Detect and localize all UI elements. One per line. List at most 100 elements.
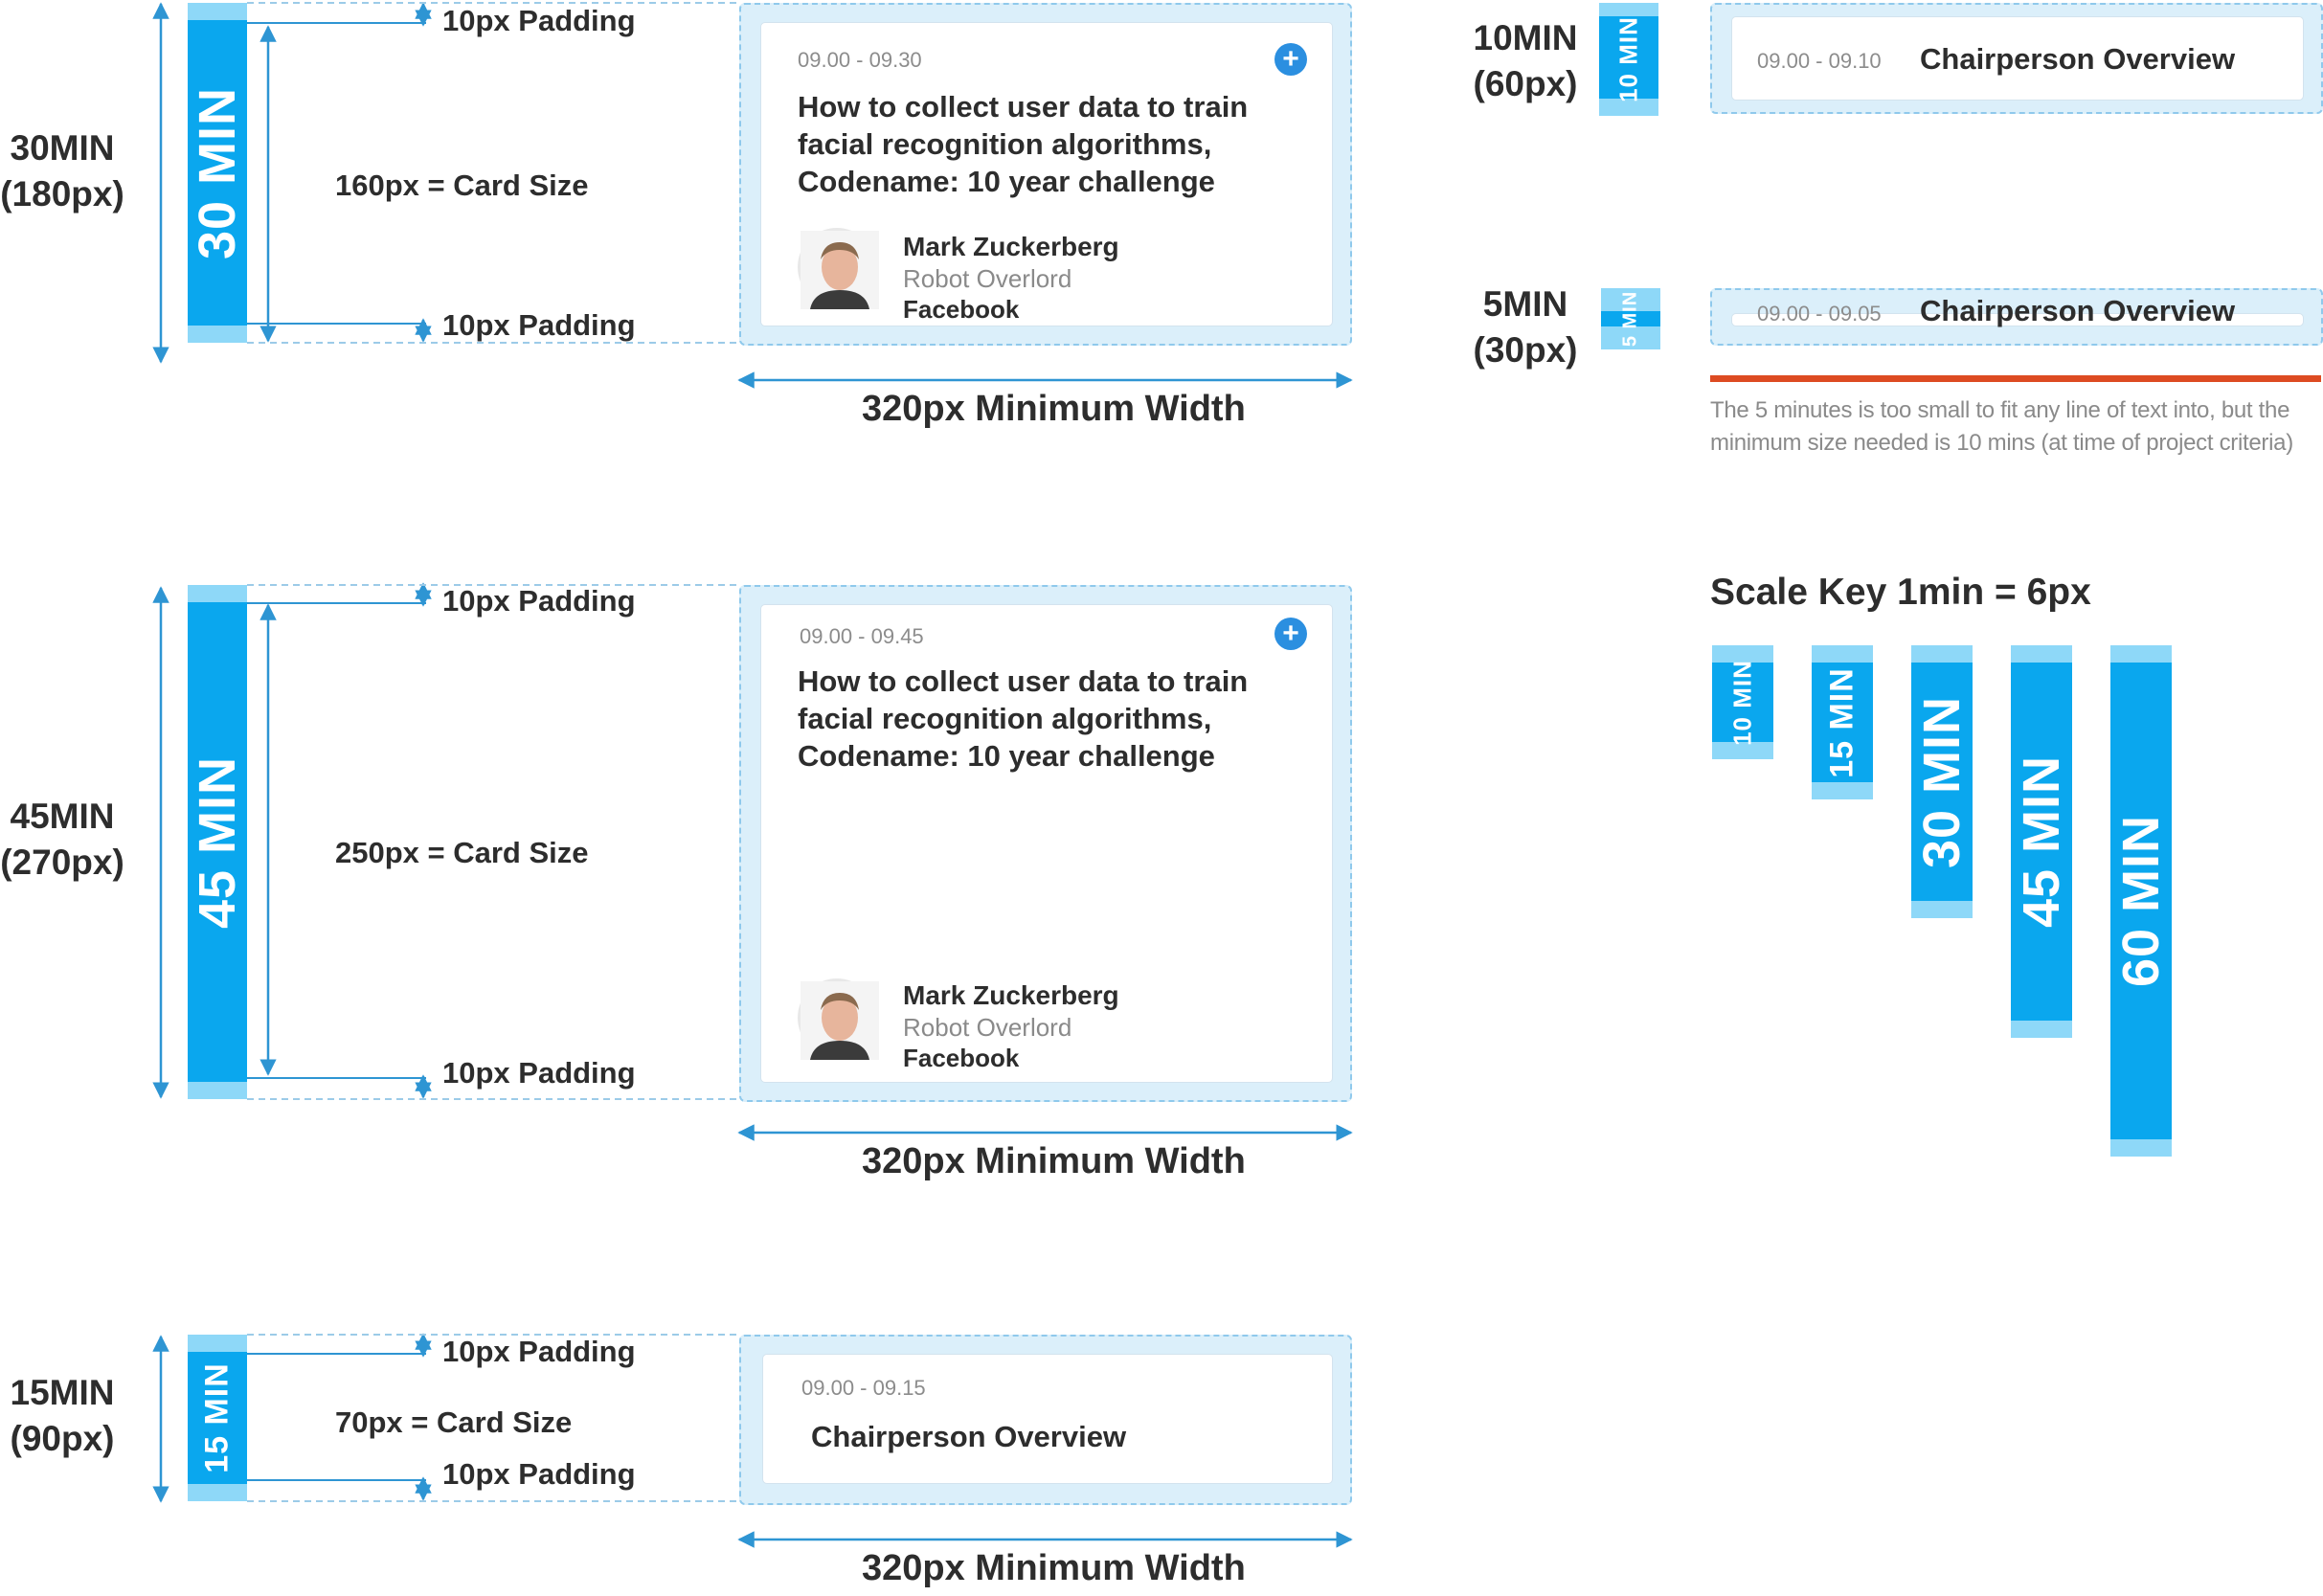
padding-bottom-label: 10px Padding <box>442 1056 636 1090</box>
scale-key-bar-label: 60 MIN <box>2112 814 2170 988</box>
bar-padding-bottom <box>1911 901 1973 918</box>
plus-circle-icon[interactable]: + <box>1274 618 1307 650</box>
bar-padding-bottom <box>1712 742 1773 759</box>
session-time: 09.00 - 09.15 <box>801 1376 926 1400</box>
scale-key-bar-10: 10 MIN <box>1712 645 1773 759</box>
bar-label: 5 MIN <box>1619 290 1641 348</box>
bar-padding-bottom <box>1812 782 1873 799</box>
card-size-label: 250px = Card Size <box>335 836 589 869</box>
bar-padding-bottom <box>188 326 247 343</box>
scale-key-bar-30: 30 MIN <box>1911 645 1973 918</box>
avatar-image <box>801 981 879 1060</box>
slot-zone-5: 09.00 - 09.05 Chairperson Overview <box>1710 288 2323 346</box>
padding-bottom-label: 10px Padding <box>442 1457 636 1491</box>
speaker-avatar <box>798 978 879 1060</box>
duration-minutes: 10MIN <box>1473 18 1578 57</box>
title-line: facial recognition algorithms, <box>798 127 1212 161</box>
session-subject: Chairperson Overview <box>1920 42 2236 76</box>
session-card[interactable]: 09.00 - 09.05 Chairperson Overview <box>1731 294 2304 327</box>
warning-divider <box>1710 375 2321 382</box>
session-time: 09.00 - 09.05 <box>1757 302 1882 326</box>
bar-label: 30 MIN <box>189 86 246 259</box>
duration-pixels: (30px) <box>1473 330 1578 370</box>
padding-top-label: 10px Padding <box>442 1335 636 1368</box>
scale-key-bar-label: 15 MIN <box>1823 666 1861 778</box>
duration-pixels: (180px) <box>0 174 124 214</box>
slot-zone-45: 09.00 - 09.45 + How to collect user data… <box>739 585 1352 1102</box>
duration-bar-10: 10 MIN <box>1599 3 1658 116</box>
session-title: How to collect user data to train facial… <box>798 88 1334 200</box>
slot-zone-10: 09.00 - 09.10 Chairperson Overview <box>1710 3 2323 114</box>
bar-padding-bottom <box>1599 99 1658 116</box>
duration-label-15: 15MIN (90px) <box>0 1370 134 1462</box>
title-line: facial recognition algorithms, <box>798 702 1212 735</box>
title-line: How to collect user data to train <box>798 664 1249 698</box>
card-size-label: 160px = Card Size <box>335 169 589 202</box>
bar-label: 45 MIN <box>189 755 246 929</box>
bar-padding-bottom <box>2011 1021 2072 1038</box>
scale-key-bar-15: 15 MIN <box>1812 645 1873 799</box>
bar-padding-bottom <box>188 1484 247 1501</box>
plus-circle-icon[interactable]: + <box>1274 43 1307 76</box>
bar-padding-top <box>1911 645 1973 663</box>
bar-padding-bottom <box>188 1082 247 1099</box>
bar-padding-top <box>188 1335 247 1352</box>
scale-key-bar-label: 10 MIN <box>1727 659 1757 746</box>
session-title: How to collect user data to train facial… <box>798 663 1334 775</box>
duration-minutes: 45MIN <box>10 797 115 836</box>
scale-key-bar-45: 45 MIN <box>2011 645 2072 1038</box>
session-time: 09.00 - 09.30 <box>798 48 922 72</box>
duration-pixels: (60px) <box>1473 64 1578 103</box>
scale-key-bar-label: 45 MIN <box>2013 754 2070 929</box>
card-size-label: 70px = Card Size <box>335 1405 573 1439</box>
speaker-org: Facebook <box>903 1044 1020 1072</box>
scale-key-bar-label: 30 MIN <box>1913 695 1971 868</box>
session-time: 09.00 - 09.10 <box>1757 49 1882 73</box>
duration-label-5: 5MIN (30px) <box>1454 281 1597 373</box>
title-line: Codename: 10 year challenge <box>798 165 1215 198</box>
duration-minutes: 30MIN <box>10 128 115 168</box>
bar-padding-top <box>1812 645 1873 663</box>
padding-top-label: 10px Padding <box>442 4 636 37</box>
slot-zone-30: 09.00 - 09.30 + How to collect user data… <box>739 3 1352 346</box>
session-time: 09.00 - 09.45 <box>800 624 924 648</box>
min-width-label: 320px Minimum Width <box>862 1548 1246 1588</box>
bar-padding-top <box>1599 3 1658 16</box>
bar-padding-top <box>1712 645 1773 663</box>
duration-label-10: 10MIN (60px) <box>1454 15 1597 107</box>
session-card[interactable]: 09.00 - 09.30 + How to collect user data… <box>760 22 1333 326</box>
warning-note: The 5 minutes is too small to fit any li… <box>1710 397 2293 456</box>
avatar-image <box>801 231 879 309</box>
bar-label: 10 MIN <box>1613 16 1643 102</box>
duration-minutes: 5MIN <box>1482 284 1568 324</box>
speaker-name: Mark Zuckerberg <box>903 980 1119 1010</box>
session-subject: Chairperson Overview <box>811 1420 1127 1453</box>
duration-pixels: (90px) <box>10 1419 115 1458</box>
scale-key-title: Scale Key 1min = 6px <box>1710 572 2091 613</box>
padding-bottom-label: 10px Padding <box>442 308 636 342</box>
title-line: How to collect user data to train <box>798 90 1249 124</box>
duration-bar-30: 30 MIN <box>188 3 247 343</box>
bar-padding-top <box>188 3 247 20</box>
speaker-org: Facebook <box>903 295 1020 324</box>
min-width-label: 320px Minimum Width <box>862 1141 1246 1181</box>
padding-top-label: 10px Padding <box>442 584 636 618</box>
min-width-label: 320px Minimum Width <box>862 389 1246 429</box>
duration-pixels: (270px) <box>0 843 124 882</box>
duration-label-45: 45MIN (270px) <box>0 794 134 886</box>
session-card[interactable]: 09.00 - 09.15 Chairperson Overview <box>762 1354 1333 1484</box>
speaker-name: Mark Zuckerberg <box>903 232 1119 261</box>
slot-zone-15: 09.00 - 09.15 Chairperson Overview <box>739 1335 1352 1505</box>
duration-label-30: 30MIN (180px) <box>0 125 134 217</box>
bar-padding-top <box>2011 645 2072 663</box>
duration-bar-15: 15 MIN <box>188 1335 247 1501</box>
bar-padding-bottom <box>2110 1139 2172 1157</box>
speaker-role: Robot Overlord <box>903 1013 1072 1042</box>
duration-bar-45: 45 MIN <box>188 585 247 1099</box>
duration-minutes: 15MIN <box>10 1373 115 1412</box>
session-card[interactable]: 09.00 - 09.10 Chairperson Overview <box>1731 16 2304 101</box>
scale-key-bar-60: 60 MIN <box>2110 645 2172 1157</box>
session-card[interactable]: 09.00 - 09.45 + How to collect user data… <box>760 604 1333 1083</box>
bar-padding-top <box>188 585 247 602</box>
